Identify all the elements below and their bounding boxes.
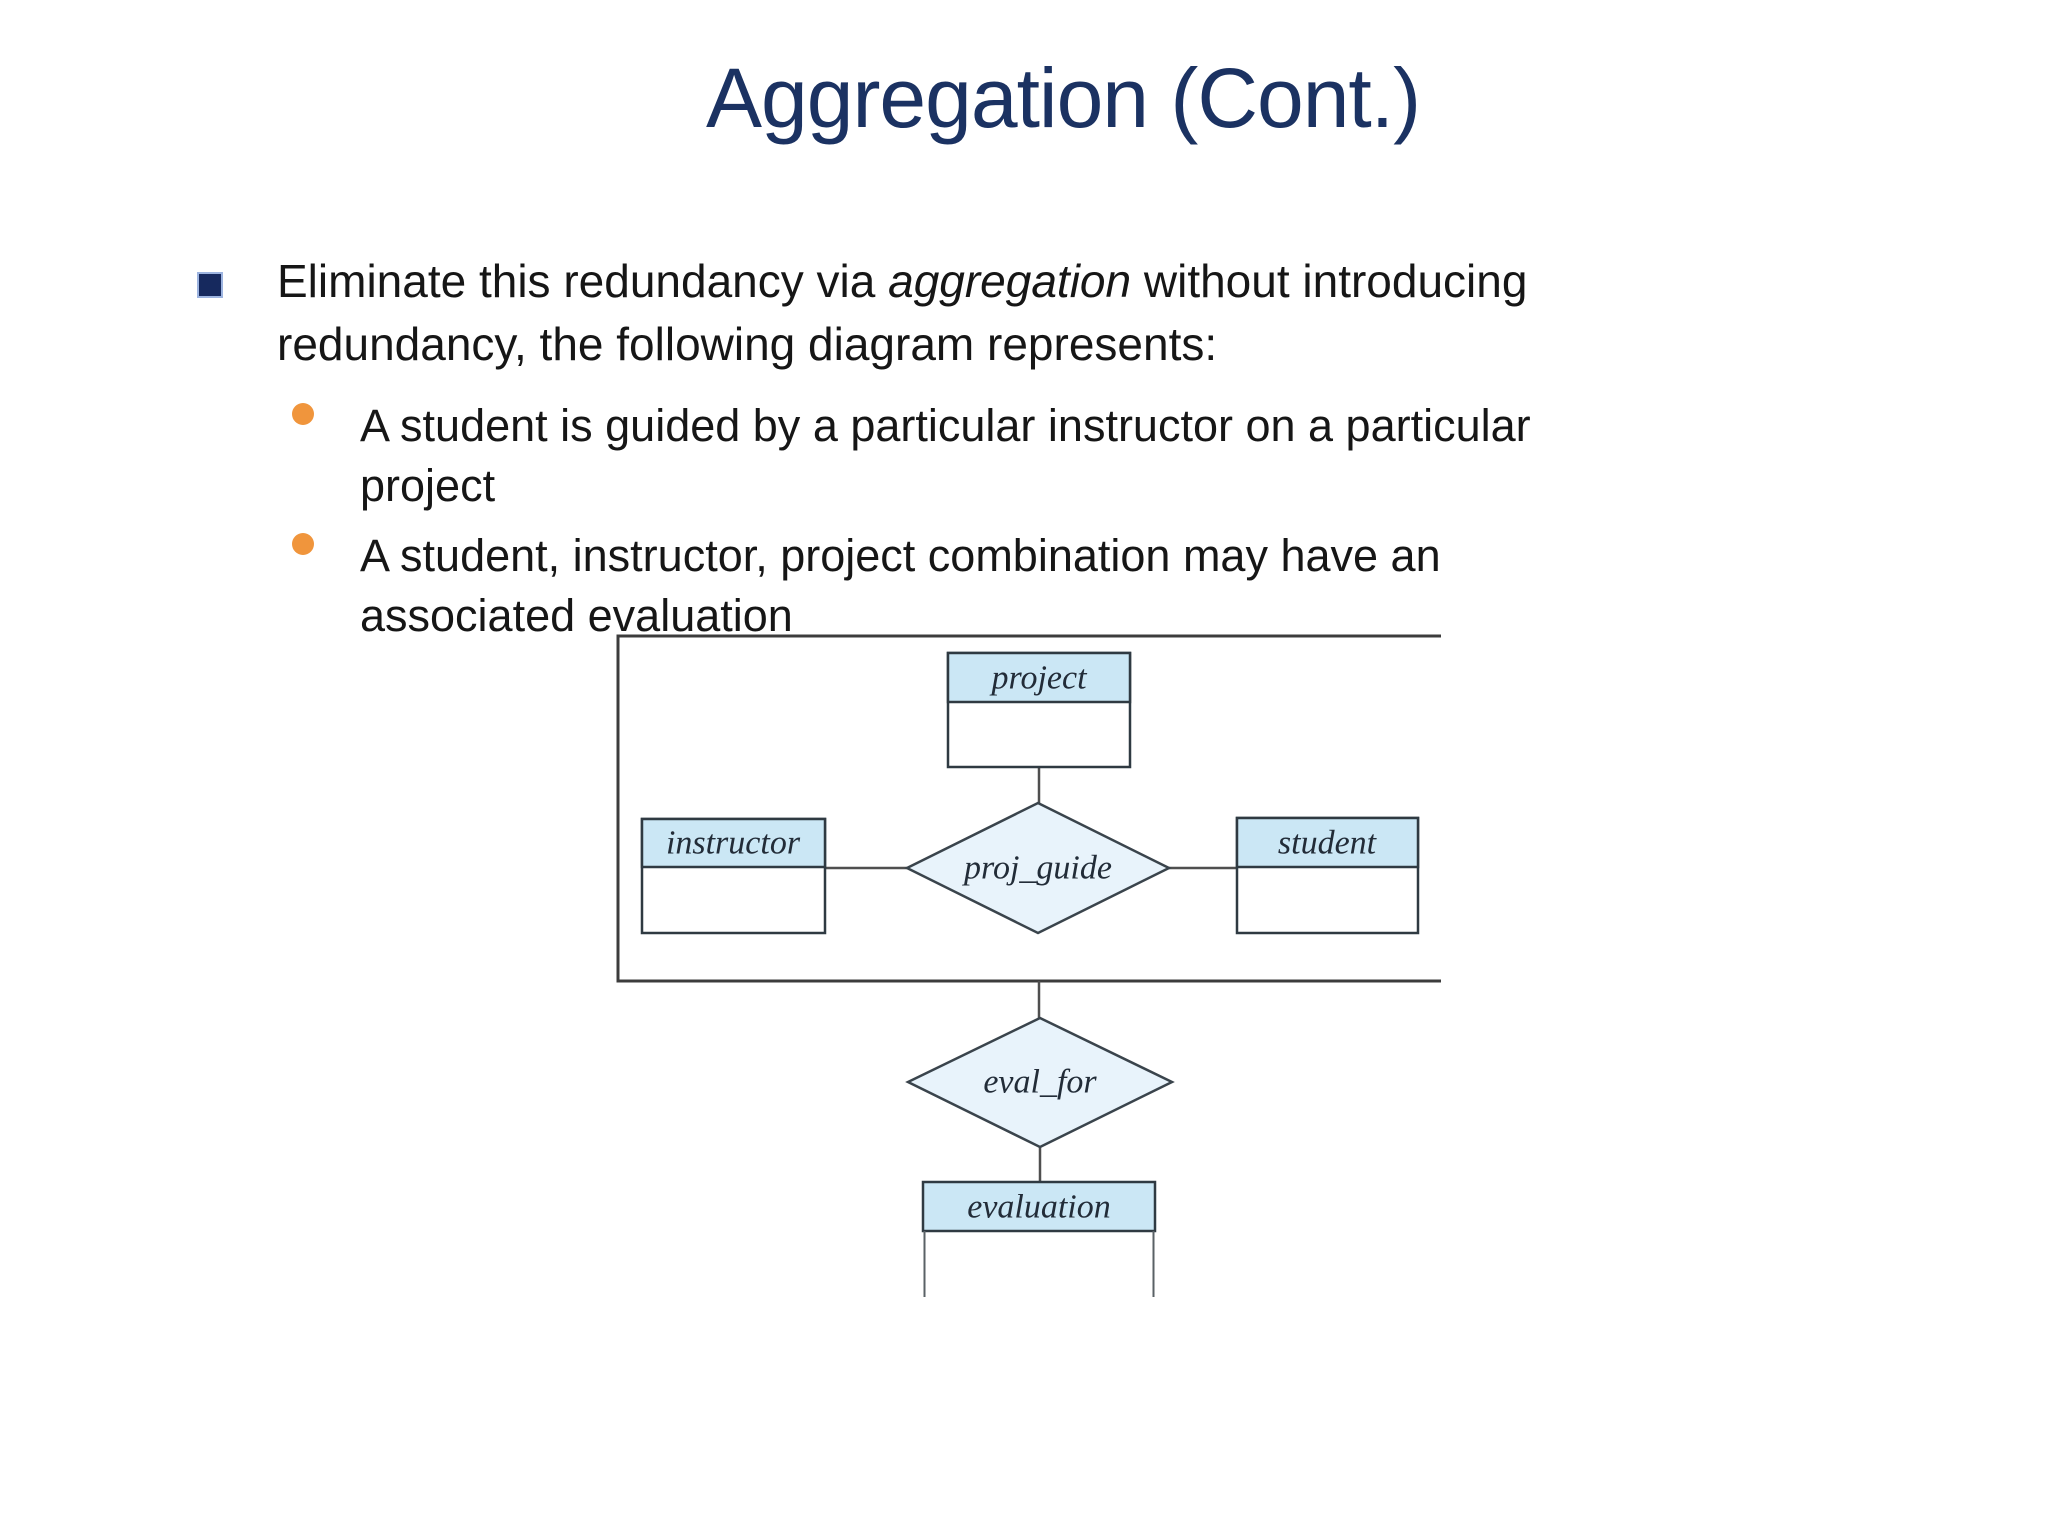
project-header bbox=[946, 651, 1132, 704]
sub-bullet-1-line2: project bbox=[360, 460, 496, 511]
er-diagram: proj_guide eval_for project instructor s… bbox=[616, 634, 1441, 1297]
bullet-text-pre: Eliminate this redundancy via bbox=[277, 255, 889, 307]
relationship-proj-guide: proj_guide bbox=[904, 801, 1172, 935]
instructor-label: instructor bbox=[666, 825, 801, 862]
sub-bullet-1-line1: A student is guided by a particular inst… bbox=[360, 400, 1531, 451]
entity-instructor: instructor bbox=[640, 817, 827, 935]
bullet-text-post: without introducing bbox=[1131, 255, 1528, 307]
entity-evaluation: evaluation bbox=[921, 1180, 1157, 1297]
bullet-text-line2: redundancy, the following diagram repres… bbox=[277, 318, 1218, 370]
relationship-eval-for: eval_for bbox=[905, 1016, 1175, 1149]
eval-for-label: eval_for bbox=[983, 1064, 1097, 1101]
sub-bullet-dot bbox=[292, 533, 314, 555]
evaluation-header bbox=[921, 1180, 1157, 1233]
eval-for-diamond bbox=[905, 1016, 1175, 1149]
sub-bullet-dot bbox=[292, 403, 314, 425]
proj-guide-label: proj_guide bbox=[962, 850, 1112, 887]
sub-bullet-2-line1: A student, instructor, project combinati… bbox=[360, 530, 1441, 581]
project-label: project bbox=[989, 660, 1088, 697]
sub-bullet-2-line2: associated evaluation bbox=[360, 590, 793, 641]
sub-bullet-text-1: A student is guided by a particular inst… bbox=[360, 396, 1860, 516]
bullet-square-marker bbox=[197, 272, 223, 298]
sub-bullet-text-2: A student, instructor, project combinati… bbox=[360, 526, 1860, 646]
proj-guide-diamond bbox=[904, 801, 1172, 935]
instructor-header bbox=[640, 817, 827, 869]
entity-student: student bbox=[1235, 816, 1420, 935]
evaluation-label: evaluation bbox=[967, 1189, 1111, 1226]
bullet-text-italic: aggregation bbox=[888, 255, 1132, 307]
aggregation-boundary bbox=[616, 634, 1441, 983]
student-label: student bbox=[1278, 825, 1378, 862]
slide-title: Aggregation (Cont.) bbox=[706, 51, 1421, 145]
student-header bbox=[1235, 816, 1420, 869]
bullet-text: Eliminate this redundancy via aggregatio… bbox=[277, 250, 1837, 376]
entity-project: project bbox=[946, 651, 1132, 769]
